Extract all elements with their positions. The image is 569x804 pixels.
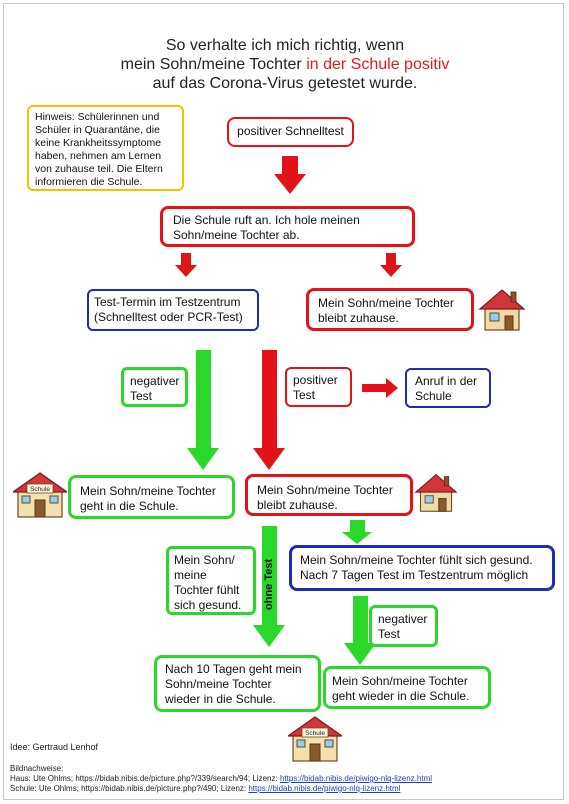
school-icon-2: Schule: [288, 716, 342, 762]
arrow-call-to-test: [175, 253, 197, 277]
stays-home-text-1: Mein Sohn/meine Tochter bleibt zuhause.: [318, 296, 454, 325]
title-line-1: So verhalte ich mich richtig, wenn: [165, 37, 405, 54]
goes-to-school-box: Mein Sohn/meine Tochter geht in die Schu…: [68, 475, 235, 519]
feels-healthy-right-box: Mein Sohn/meine Tochter fühlt sich gesun…: [289, 545, 555, 591]
without-test-label: ohne Test: [263, 558, 275, 610]
credits-heading: Bildnachweise:: [10, 764, 64, 773]
negative-label-text-1: negativer Test: [130, 374, 180, 403]
stays-home-text-2: Mein Sohn/meine Tochter bleibt zuhause.: [257, 483, 393, 512]
house-icon: [478, 289, 526, 331]
feels-healthy-right-text: Mein Sohn/meine Tochter fühlt sich gesun…: [300, 553, 533, 582]
page-title: So verhalte ich mich richtig, wenn mein …: [60, 36, 510, 93]
title-line-3: auf das Corona-Virus getestet wurde.: [152, 75, 418, 92]
test-appointment-text: Test-Termin im Testzentrum (Schnelltest …: [94, 295, 243, 324]
arrow-positive-to-home: [253, 350, 285, 470]
arrow-without-test: [253, 526, 285, 647]
page-frame: [3, 3, 564, 800]
arrow-negative-to-school: [187, 350, 219, 470]
stays-home-box-2: Mein Sohn/meine Tochter bleibt zuhause.: [245, 474, 413, 516]
after-10-days-box: Nach 10 Tagen geht mein Sohn/meine Tocht…: [154, 655, 321, 712]
title-line-2-a: mein Sohn/meine Tochter: [120, 56, 307, 73]
back-to-school-box: Mein Sohn/meine Tochter geht wieder in d…: [323, 666, 491, 709]
school-calls-box: Die Schule ruft an. Ich hole meinen Sohn…: [160, 206, 415, 247]
test-appointment-box: Test-Termin im Testzentrum (Schnelltest …: [87, 289, 259, 331]
school-icon: Schule: [13, 472, 67, 518]
negative-label-text-2: negativer Test: [378, 612, 428, 641]
school-sign-1: Schule: [30, 486, 50, 493]
credits-house-text: Haus: Ute Ohlms; https://bidab.nibis.de/…: [10, 774, 280, 783]
positive-label-box: positiver Test: [285, 367, 352, 407]
credits-school-text: Schule: Ute Ohlms; https://bidab.nibis.d…: [10, 784, 249, 793]
arrow-start-to-call: [274, 156, 306, 194]
start-text: positiver Schnelltest: [237, 124, 344, 138]
arrow-home-to-healthy: [342, 520, 372, 544]
school-calls-text: Die Schule ruft an. Ich hole meinen Sohn…: [173, 213, 360, 242]
house-icon-2: [414, 474, 458, 512]
call-school-box: Anruf in der Schule: [405, 368, 491, 408]
title-line-2: mein Sohn/meine Tochter in der Schule po…: [60, 55, 510, 74]
feels-healthy-left-text: Mein Sohn/ meine Tochter fühlt sich gesu…: [174, 553, 242, 612]
credits-house: Haus: Ute Ohlms; https://bidab.nibis.de/…: [10, 774, 432, 784]
title-line-2-highlight: in der Schule positiv: [306, 56, 450, 73]
arrow-negative-to-back: [344, 596, 376, 665]
hint-box: Hinweis: Schülerinnen und Schüler in Qua…: [27, 105, 184, 191]
credits-house-link[interactable]: https://bidab.nibis.de/piwigo-nlq-lizenz…: [279, 774, 433, 783]
positive-label-text: positiver Test: [293, 373, 338, 402]
goes-to-school-text: Mein Sohn/meine Tochter geht in die Schu…: [80, 484, 216, 513]
hint-text: Hinweis: Schülerinnen und Schüler in Qua…: [35, 111, 163, 188]
image-credits: Bildnachweise: Haus: Ute Ohlms; https://…: [10, 764, 432, 794]
after-10-days-text: Nach 10 Tagen geht mein Sohn/meine Tocht…: [165, 662, 302, 706]
arrow-call-to-home: [380, 253, 402, 277]
back-to-school-text: Mein Sohn/meine Tochter geht wieder in d…: [332, 674, 470, 703]
arrow-positive-to-call: [362, 378, 398, 398]
school-sign-2: Schule: [305, 730, 325, 737]
stays-home-box-1: Mein Sohn/meine Tochter bleibt zuhause.: [306, 288, 474, 331]
start-box: positiver Schnelltest: [227, 117, 354, 147]
idea-credit: Idee: Gertraud Lenhof: [10, 742, 99, 752]
credits-school-link[interactable]: https://bidab.nibis.de/piwigo-nlq-lizenz…: [248, 784, 401, 793]
negative-label-box-1: negativer Test: [121, 367, 188, 407]
credits-school: Schule: Ute Ohlms; https://bidab.nibis.d…: [10, 784, 432, 794]
feels-healthy-left-box: Mein Sohn/ meine Tochter fühlt sich gesu…: [166, 546, 256, 615]
negative-label-box-2: negativer Test: [369, 605, 438, 647]
call-school-text: Anruf in der Schule: [415, 374, 478, 403]
